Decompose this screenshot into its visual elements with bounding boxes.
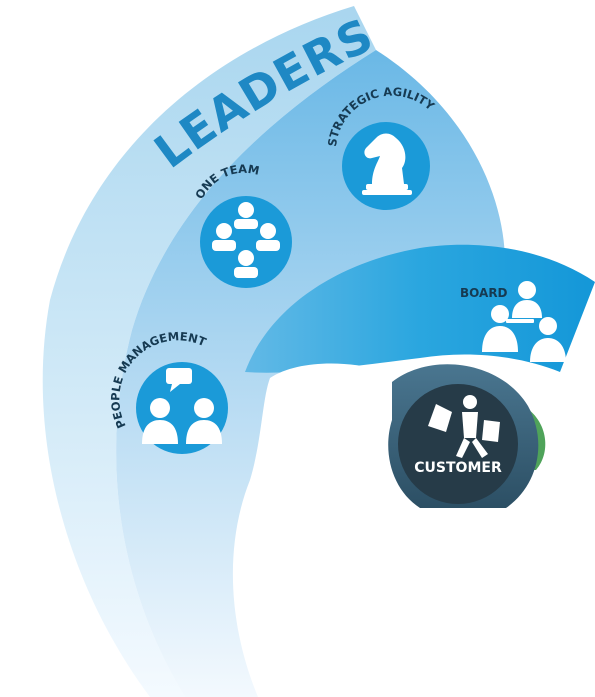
one-team-node <box>200 196 292 288</box>
outer-leadership-band <box>42 6 377 697</box>
customer-label: CUSTOMER <box>414 460 502 476</box>
people-chat-icon <box>142 368 222 444</box>
center-blank-area <box>232 363 430 697</box>
people-management-node <box>136 362 228 454</box>
board-meeting-icon <box>482 281 566 362</box>
chess-knight-icon <box>362 133 412 195</box>
board-label: BOARD <box>460 286 508 300</box>
shopper-icon <box>428 395 500 458</box>
customer-node: CUSTOMER <box>388 364 546 508</box>
strategic-agility-node <box>342 122 430 210</box>
team-group-icon <box>212 202 280 278</box>
